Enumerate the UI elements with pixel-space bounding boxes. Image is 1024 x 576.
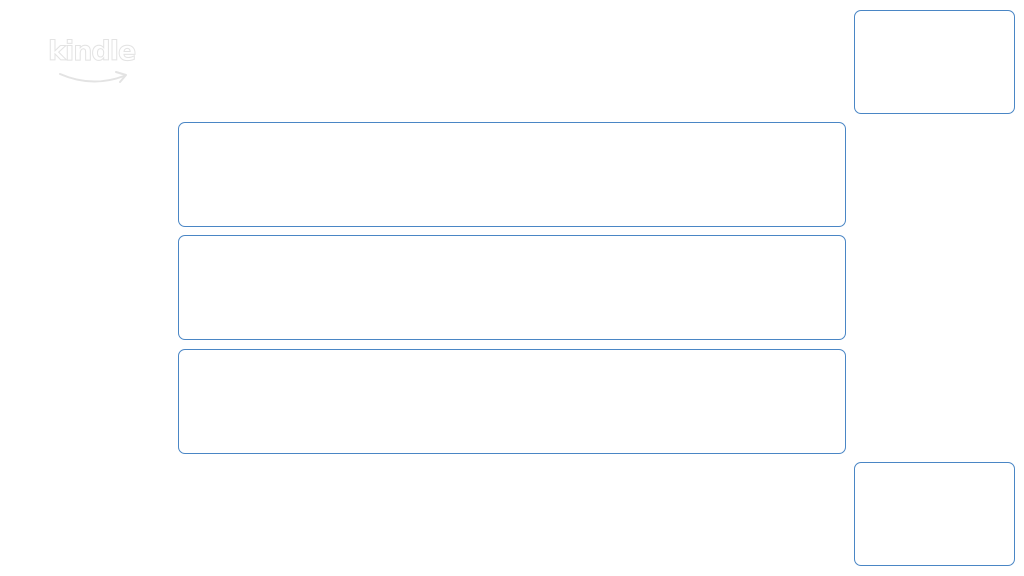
amazon-smile-icon bbox=[59, 71, 127, 83]
content-card-2[interactable] bbox=[178, 235, 846, 340]
side-card-top[interactable] bbox=[854, 10, 1015, 114]
kindle-logo: kindle bbox=[47, 36, 137, 90]
content-card-1[interactable] bbox=[178, 122, 846, 227]
kindle-logo-text: kindle bbox=[47, 36, 136, 68]
content-card-3[interactable] bbox=[178, 349, 846, 454]
side-card-bottom[interactable] bbox=[854, 462, 1015, 566]
